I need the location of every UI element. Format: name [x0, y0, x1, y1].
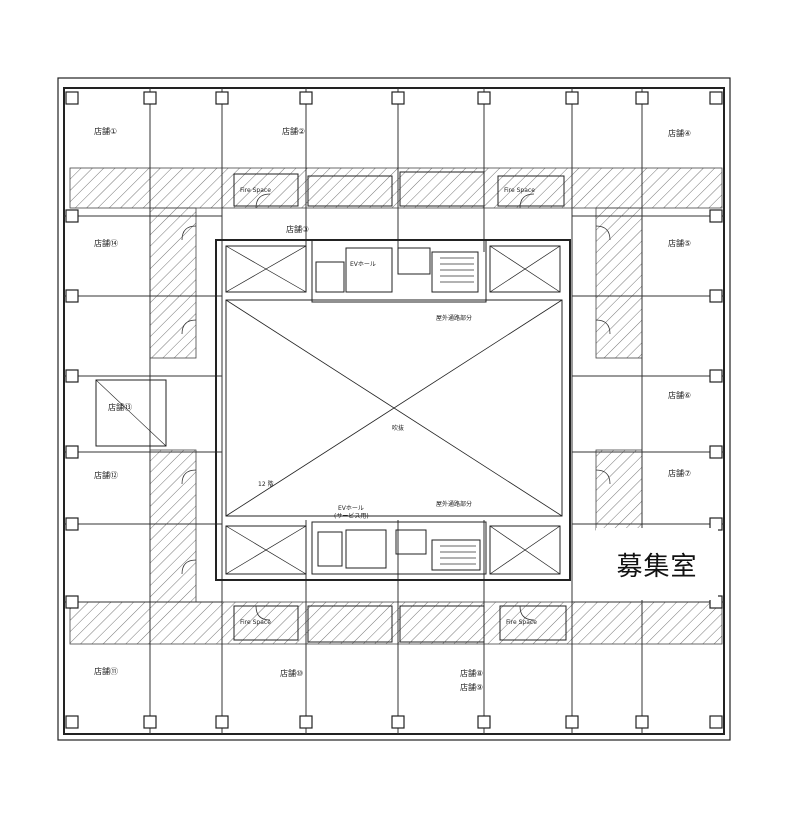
unit-label-1: 店舗①	[94, 126, 117, 136]
void-label: 吹抜	[392, 424, 404, 432]
corridor-bottom-label: 屋外通路部分	[436, 500, 472, 508]
unit-labels: 店舗① 店舗② 店舗③ 店舗④ 店舗⑤ 店舗⑥ 店舗⑦ 店舗⑧ 店舗⑨ 店舗⑩ …	[94, 126, 691, 692]
unit-label-11: 店舗⑪	[94, 666, 118, 676]
stairs	[440, 257, 476, 565]
unit-label-7: 店舗⑦	[668, 468, 691, 478]
unit-label-5: 店舗⑤	[668, 238, 691, 248]
unit-label-14: 店舗⑭	[94, 238, 118, 248]
unit-label-8: 店舗⑧	[460, 668, 483, 678]
unit-label-12: 店舗⑫	[94, 470, 118, 480]
service-core	[233, 171, 567, 643]
unit-label-4: 店舗④	[668, 128, 691, 138]
vacancy-label: 募集室	[616, 551, 698, 582]
fire-space-label-1: Fire Space	[240, 187, 271, 194]
structural-columns	[65, 91, 723, 729]
unit-label-3: 店舗③	[286, 224, 309, 234]
fire-space-label-4: Fire Space	[506, 619, 537, 626]
fire-space-label-2: Fire Space	[504, 187, 535, 194]
unit-13-partition	[95, 379, 167, 447]
ev-hall-bottom-label: EVホール	[338, 505, 364, 512]
floor-label: 12 階	[258, 480, 274, 488]
hatched-corridors	[69, 167, 723, 645]
fire-space-label-3: Fire Space	[240, 619, 271, 626]
column-grid	[64, 88, 724, 734]
unit-label-9: 店舗⑨	[460, 682, 483, 692]
atrium	[215, 239, 571, 581]
unit-label-10: 店舗⑩	[280, 668, 303, 678]
corridor-top-label: 屋外通路部分	[436, 314, 472, 322]
ev-hall-top-label: EVホール	[350, 261, 376, 268]
unit-label-2: 店舗②	[282, 126, 305, 136]
vacancy-overlay: 募集室	[596, 528, 718, 600]
unit-label-13: 店舗⑬	[108, 402, 132, 412]
outer-walls	[57, 77, 731, 741]
core-labels: EVホール EVホール (サービス用) 吹抜 屋外通路部分 屋外通路部分 Fir…	[240, 187, 537, 626]
service-ev-label: (サービス用)	[334, 512, 369, 520]
unit-label-6: 店舗⑥	[668, 390, 691, 400]
